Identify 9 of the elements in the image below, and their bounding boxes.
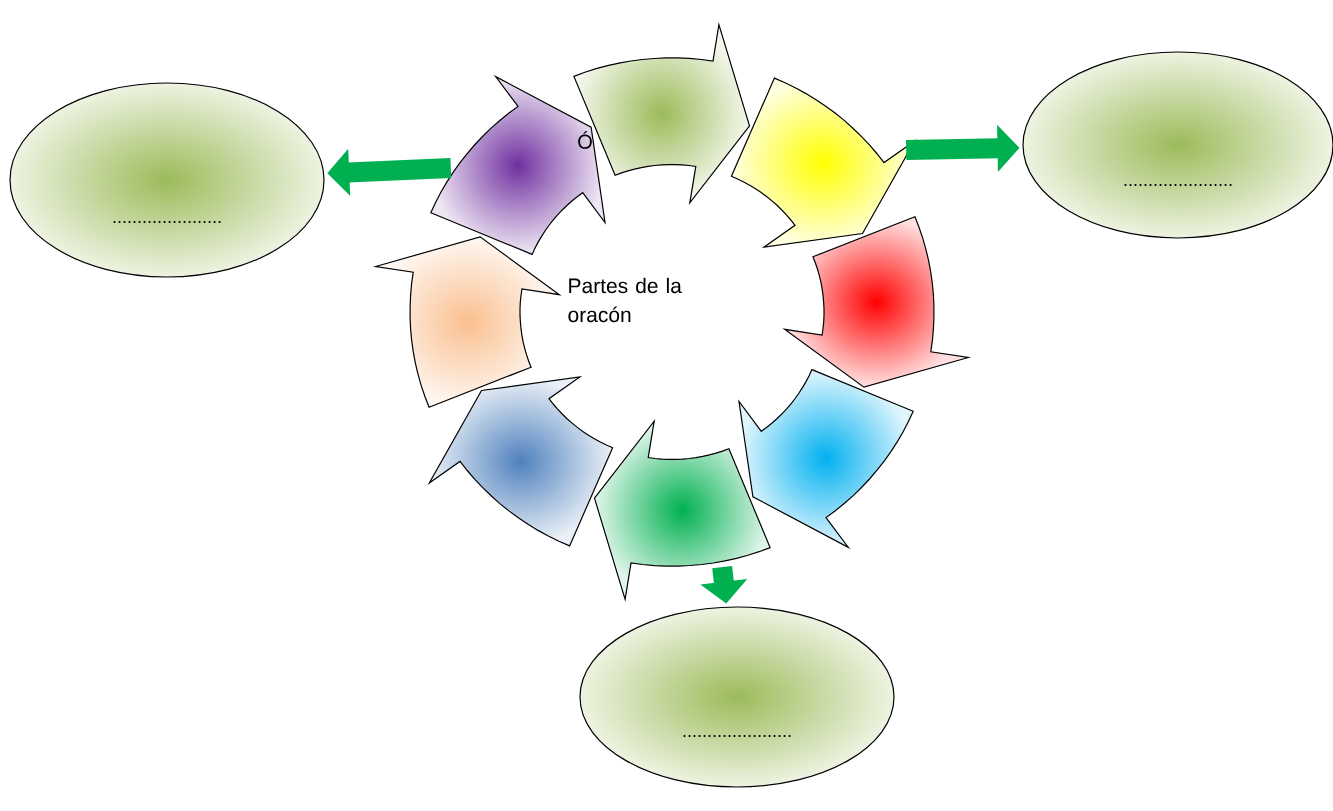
ring-segment: [427, 376, 614, 547]
ring-segment: [573, 21, 751, 206]
ring-segment: [593, 418, 771, 603]
center-text: Partes de la oracón: [568, 277, 682, 323]
arrow-label: Ó: [578, 131, 592, 149]
ring-segment: [782, 216, 972, 388]
ring-segment: [372, 236, 562, 408]
oval: ......................: [9, 82, 325, 278]
oval: ......................: [579, 606, 895, 788]
